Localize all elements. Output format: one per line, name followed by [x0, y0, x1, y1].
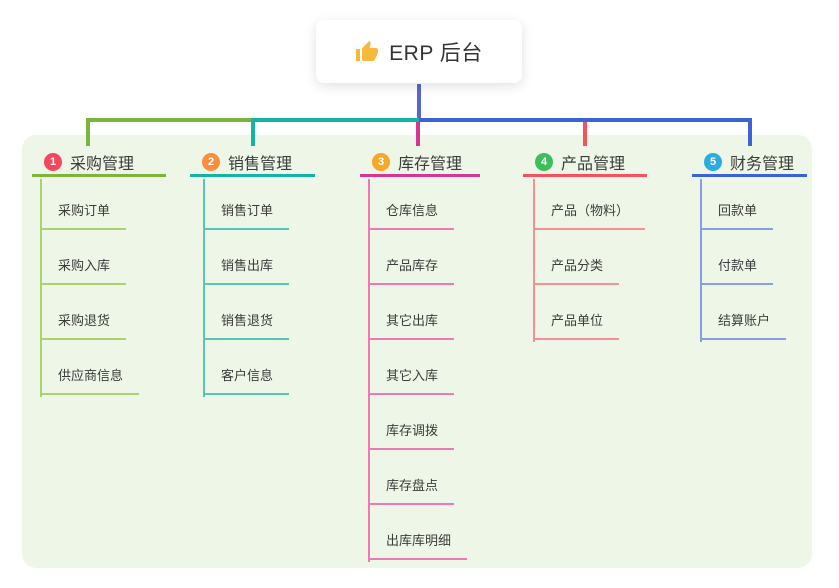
child-node[interactable]: 产品单位 [533, 311, 620, 340]
branch-title: 采购管理 [70, 156, 135, 173]
mindmap-panel [22, 135, 812, 568]
branch-header-5[interactable]: 5 财务管理 [692, 150, 807, 177]
connector-bus-right [419, 118, 752, 122]
child-node[interactable]: 产品库存 [368, 256, 455, 285]
branch-title: 财务管理 [730, 156, 795, 173]
branch-badge: 3 [372, 153, 390, 171]
child-node[interactable]: 供应商信息 [40, 366, 140, 395]
root-node[interactable]: ERP 后台 [316, 20, 522, 83]
connector-bus-left-outer [86, 118, 253, 122]
branch-badge: 1 [44, 153, 62, 171]
branch-badge: 5 [704, 153, 722, 171]
branch-title: 库存管理 [398, 156, 463, 173]
connector-drop-branch-1 [86, 118, 90, 146]
child-node[interactable]: 库存调拨 [368, 421, 455, 450]
branch-spine [40, 179, 42, 397]
branch-spine [533, 179, 535, 342]
branch-title: 销售管理 [228, 156, 293, 173]
child-node[interactable]: 采购退货 [40, 311, 127, 340]
child-node[interactable]: 产品分类 [533, 256, 620, 285]
child-node[interactable]: 采购订单 [40, 201, 127, 230]
connector-root-stem [417, 84, 421, 120]
branch-spine [368, 179, 370, 562]
child-node[interactable]: 付款单 [700, 256, 774, 285]
connector-bus-left-inner [253, 118, 419, 122]
child-node[interactable]: 其它出库 [368, 311, 455, 340]
branch-header-1[interactable]: 1 采购管理 [32, 150, 166, 177]
connector-drop-branch-4 [583, 122, 587, 146]
child-node[interactable]: 库存盘点 [368, 476, 455, 505]
connector-drop-branch-5 [748, 118, 752, 146]
branch-badge: 2 [202, 153, 220, 171]
child-node[interactable]: 客户信息 [203, 366, 290, 395]
branch-header-4[interactable]: 4 产品管理 [523, 150, 647, 177]
child-node[interactable]: 结算账户 [700, 311, 787, 340]
child-node[interactable]: 出库库明细 [368, 531, 468, 560]
branch-title: 产品管理 [561, 156, 626, 173]
root-node-label: ERP 后台 [389, 41, 483, 65]
branch-spine [203, 179, 205, 397]
connector-drop-branch-2 [251, 118, 255, 146]
branch-spine [700, 179, 702, 342]
child-node[interactable]: 产品（物料） [533, 201, 646, 230]
child-node[interactable]: 采购入库 [40, 256, 127, 285]
branch-badge: 4 [535, 153, 553, 171]
branch-header-3[interactable]: 3 库存管理 [360, 150, 480, 177]
connector-drop-branch-3 [416, 122, 420, 146]
child-node[interactable]: 销售出库 [203, 256, 290, 285]
child-node[interactable]: 销售订单 [203, 201, 290, 230]
branch-header-2[interactable]: 2 销售管理 [190, 150, 315, 177]
child-node[interactable]: 其它入库 [368, 366, 455, 395]
child-node[interactable]: 仓库信息 [368, 201, 455, 230]
child-node[interactable]: 回款单 [700, 201, 774, 230]
child-node[interactable]: 销售退货 [203, 311, 290, 340]
thumbs-up-icon [356, 40, 379, 61]
